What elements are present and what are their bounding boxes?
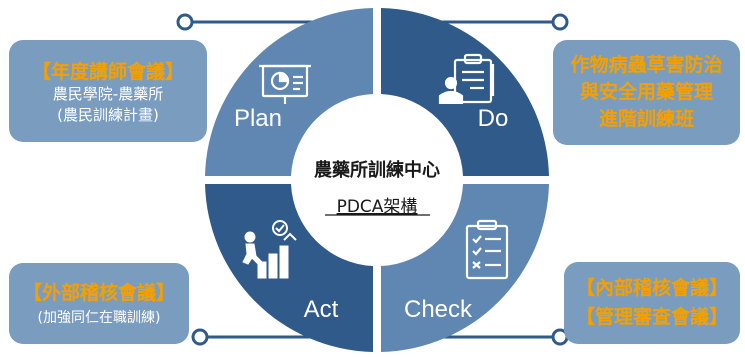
act-box-line1: (加強同仁在職訓練) (37, 309, 161, 326)
check-box-line2: 【管理審查會議】 (575, 306, 728, 328)
center-circle (297, 100, 457, 260)
label-do: Do (478, 105, 509, 132)
growth-steps-icon (242, 220, 297, 279)
plan-box-title: 【年度講師會議】 (31, 61, 184, 84)
quadrant-do (381, 8, 549, 176)
plan-box-line2: (農民訓練計畫) (57, 105, 159, 124)
clipboard-person-icon (438, 53, 495, 104)
plan-box-line1: 農民學院-農藥所 (52, 85, 164, 104)
do-box-line3: 進階訓練班 (598, 107, 694, 130)
quadrant-plan (205, 8, 373, 176)
center-subtitle: PDCA架構 (337, 197, 418, 217)
label-act: Act (304, 296, 339, 323)
presentation-chart-icon (259, 64, 311, 104)
quadrant-act (205, 184, 373, 352)
label-plan: Plan (234, 105, 282, 132)
checklist-icon (465, 219, 509, 280)
do-box-line1: 作物病蟲草害防治 (570, 54, 723, 77)
plan-info-box: 【年度講師會議】 農民學院-農藥所 (農民訓練計畫) (9, 40, 207, 142)
label-check: Check (404, 296, 473, 323)
act-info-box: 【外部稽核會議】 (加強同仁在職訓練) (9, 263, 189, 344)
do-box-line2: 與安全用藥管理 (579, 81, 713, 104)
act-box-title: 【外部稽核會議】 (22, 282, 175, 305)
check-info-box: 【內部稽核會議】 【管理審查會議】 (564, 262, 740, 344)
do-info-box: 作物病蟲草害防治 與安全用藥管理 進階訓練班 (553, 40, 740, 145)
check-box-line1: 【內部稽核會議】 (575, 276, 728, 299)
center-title: 農藥所訓練中心 (314, 159, 440, 181)
